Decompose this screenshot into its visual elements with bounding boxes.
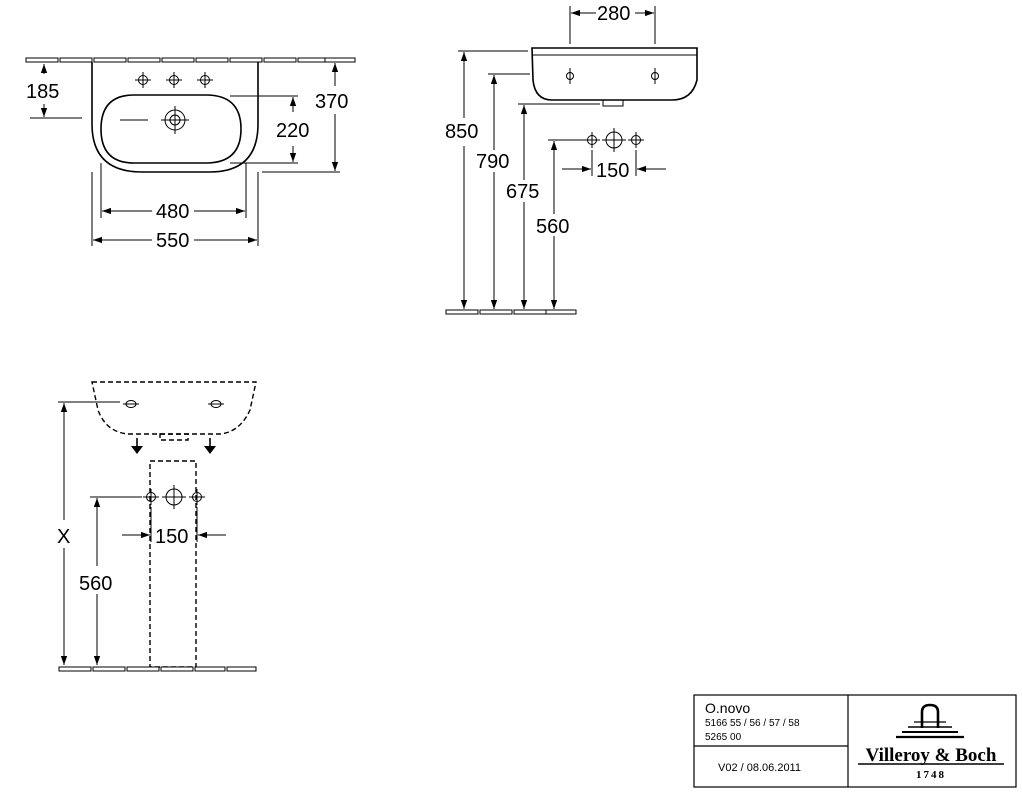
basin-outline-dashed — [91, 381, 257, 435]
arrow-down-icon — [131, 438, 143, 454]
brand-logo: Villeroy & Boch 1748 — [858, 703, 1004, 781]
dim-150-label: 150 — [155, 526, 188, 548]
floor-line — [58, 666, 257, 672]
side-view: 280 850 790 675 560 — [445, 3, 698, 315]
dim-220-label: 220 — [276, 120, 309, 142]
arrow-down-icon — [204, 438, 216, 454]
tap-hole-icon — [196, 71, 214, 89]
fixing-hole-icon — [651, 68, 659, 84]
water-connection-icon — [188, 488, 206, 506]
fixing-hole-icon — [566, 68, 574, 84]
water-connection-icon — [142, 488, 160, 506]
product-name: O.novo — [705, 700, 750, 716]
wall-line — [25, 57, 356, 63]
pedestal-outline — [149, 460, 197, 668]
dim-675-label: 675 — [506, 181, 539, 203]
dim-850-label: 850 — [445, 121, 478, 143]
water-connection-icon — [583, 131, 601, 149]
tap-hole-icon — [165, 71, 183, 89]
fixing-hole-icon — [208, 400, 224, 408]
dim-370-label: 370 — [315, 91, 348, 113]
fixing-hole-icon — [123, 400, 139, 408]
waste-outlet — [602, 99, 624, 107]
waste-connection-icon — [602, 128, 626, 152]
title-block: O.novo 5166 55 / 56 / 57 / 58 5265 00 V0… — [693, 694, 1017, 788]
waste-connection-icon — [162, 485, 186, 509]
dim-550-label: 550 — [156, 230, 189, 252]
dim-560-label: 560 — [536, 216, 569, 238]
article-codes: 5166 55 / 56 / 57 / 58 — [705, 718, 800, 729]
dim-x-label: X — [57, 526, 70, 548]
dim-185-label: 185 — [26, 81, 59, 103]
basin-bowl — [100, 94, 242, 164]
version-date: V02 / 08.06.2011 — [718, 762, 801, 774]
dim-150-label: 150 — [596, 160, 629, 182]
basin-outline — [531, 47, 698, 101]
drain-icon — [161, 106, 189, 134]
pedestal-view: X 560 150 — [57, 381, 257, 672]
brand-year: 1748 — [916, 769, 946, 781]
basin-outline — [91, 62, 259, 173]
dim-480-label: 480 — [156, 201, 189, 223]
floor-line — [445, 309, 577, 315]
top-view: 185 220 370 480 550 — [25, 57, 356, 252]
article-codes-2: 5265 00 — [705, 732, 742, 743]
dim-790-label: 790 — [476, 151, 509, 173]
water-connection-icon — [627, 131, 645, 149]
tap-hole-icon — [134, 71, 152, 89]
waste-outlet — [159, 433, 189, 441]
brand-name: Villeroy & Boch — [866, 745, 997, 766]
dim-560-label: 560 — [79, 573, 112, 595]
dim-280-label: 280 — [597, 3, 630, 25]
